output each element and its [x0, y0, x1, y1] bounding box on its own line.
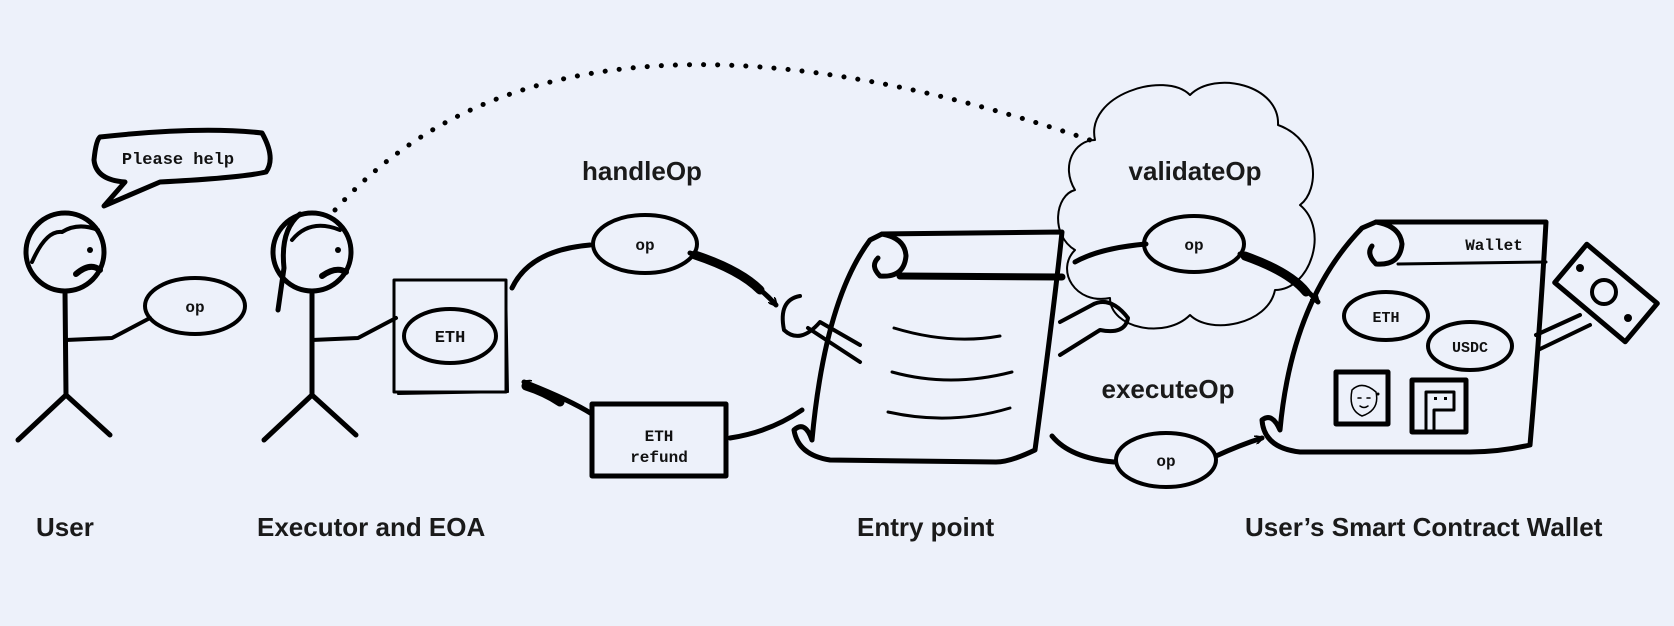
entry-point-scroll: [780, 229, 1130, 465]
execute-op-token: op: [1114, 431, 1218, 489]
wallet-title: Wallet: [1465, 237, 1523, 255]
user-figure: [15, 210, 152, 443]
nft-face-icon: [1333, 369, 1391, 427]
nft-robot-icon: [1409, 377, 1469, 435]
executor-eth-label: ETH: [435, 329, 466, 348]
wallet-scroll: Wallet ETH USDC: [1259, 219, 1660, 455]
wallet-eth-token: ETH: [1342, 290, 1430, 342]
user-op-label: op: [185, 299, 204, 317]
speech-bubble-text: Please help: [122, 151, 234, 170]
validate-op-label: validateOp: [1129, 156, 1262, 186]
handle-op-token: op: [591, 213, 699, 275]
wallet-label: User’s Smart Contract Wallet: [1245, 512, 1603, 542]
eth-refund-line2: refund: [630, 449, 688, 467]
wallet-eth-label: ETH: [1372, 310, 1399, 327]
user-label: User: [36, 512, 94, 542]
wallet-usdc-label: USDC: [1452, 340, 1488, 357]
user-op-token: op: [143, 276, 247, 336]
validate-op-cloud: [1057, 81, 1316, 330]
validate-op-token: op: [1142, 214, 1246, 274]
validate-op-token-label: op: [1184, 237, 1203, 255]
execute-op-token-label: op: [1156, 453, 1175, 471]
dotted-connector: [332, 62, 1093, 213]
handle-op-label: handleOp: [582, 156, 702, 186]
entry-point-label: Entry point: [857, 512, 995, 542]
executor-figure: [261, 210, 398, 443]
handle-op-token-label: op: [635, 237, 654, 255]
eth-refund-line1: ETH: [645, 428, 674, 446]
eth-refund-card: ETH refund: [589, 401, 729, 479]
wallet-usdc-token: USDC: [1426, 320, 1514, 372]
money-icon: [1552, 241, 1660, 345]
execute-op-arrow: [1049, 436, 1262, 465]
executor-label: Executor and EOA: [257, 512, 485, 542]
speech-bubble: Please help: [91, 127, 273, 209]
execute-op-label: executeOp: [1102, 374, 1235, 404]
executor-eth-card: ETH: [392, 278, 509, 395]
